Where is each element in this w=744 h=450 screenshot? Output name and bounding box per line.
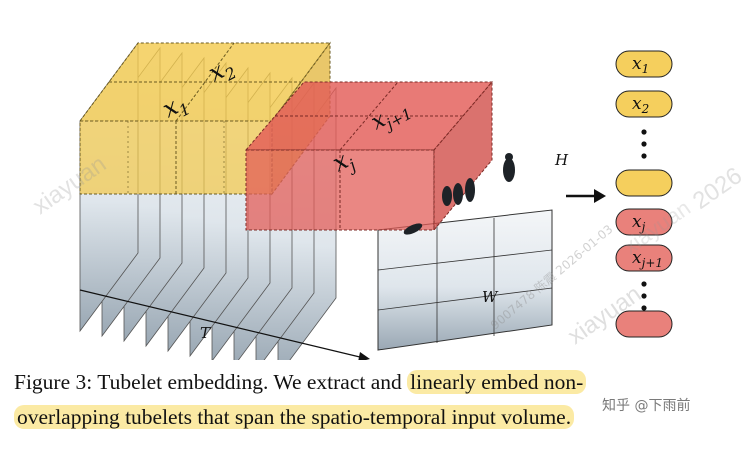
token-label: x2	[632, 94, 649, 116]
caption-highlight-1: linearly embed non-	[407, 370, 587, 394]
ellipsis-dot	[641, 305, 647, 311]
token-label: xj+1	[632, 248, 663, 270]
token-pill	[615, 310, 673, 338]
watermark-5: 2026	[688, 162, 744, 215]
token-pill	[615, 169, 673, 197]
ellipsis-dot	[641, 293, 647, 299]
token-pill	[615, 50, 673, 78]
axis-label-T: T	[200, 324, 211, 342]
token-pill	[615, 90, 673, 118]
token-column: x1 x2 xj xj+1	[615, 50, 673, 338]
embedding-arrow	[566, 189, 606, 203]
token-label: xj	[632, 212, 646, 234]
penguin-group	[403, 153, 515, 235]
frame-grid-line	[377, 249, 553, 271]
ellipsis-dot	[641, 141, 647, 147]
source-credit: 知乎 @下雨前	[602, 398, 691, 414]
axis-label-H: H	[554, 151, 569, 169]
token-label: x1	[632, 54, 649, 76]
token-pill	[615, 208, 673, 236]
ellipsis-dot	[641, 281, 647, 287]
token-pill	[615, 244, 673, 272]
caption-highlight-2: overlapping tubelets that span the spati…	[14, 405, 575, 429]
ellipsis-dot	[641, 153, 647, 159]
caption-prefix: Figure 3: Tubelet embedding. We extract …	[14, 370, 408, 394]
frame-grid-line	[377, 287, 553, 311]
axis-label-W: W	[482, 288, 499, 306]
ellipsis-dot	[641, 129, 647, 135]
figure-caption: Figure 3: Tubelet embedding. We extract …	[14, 365, 734, 435]
time-axis: T	[79, 289, 370, 360]
front-frame	[377, 209, 553, 351]
